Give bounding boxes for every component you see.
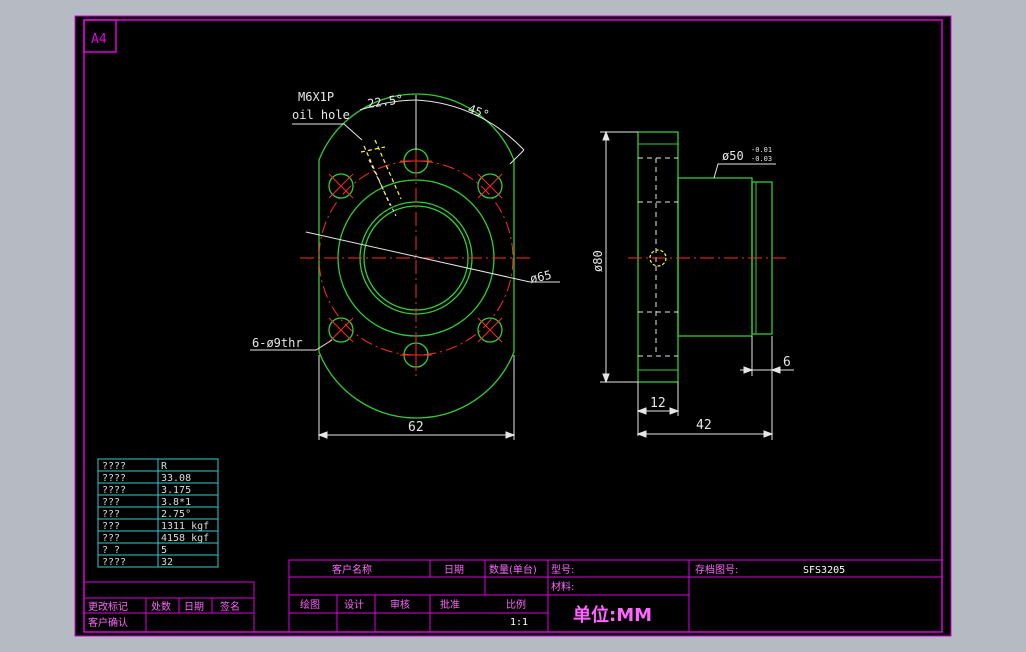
rev-customer-confirm: 客户确认 [88, 616, 128, 629]
spec-row-label: ??? [102, 533, 120, 544]
material-label: 材料: [551, 580, 574, 593]
hidden-lines [638, 157, 678, 357]
rev-date: 日期 [184, 601, 204, 613]
sheet-size-tag-box [83, 19, 117, 53]
spec-row-label: ???? [102, 473, 126, 484]
scale-label: 比例 [506, 598, 526, 611]
drawn-label: 绘图 [300, 598, 320, 611]
oil-hole-channel [360, 139, 402, 206]
spec-row-label: ??? [102, 509, 120, 520]
spec-row-value: 3.8*1 [161, 497, 191, 508]
flange-thickness-dimension [636, 382, 680, 436]
overall-length-label: 42 [696, 418, 712, 433]
rev-change-mark: 更改标记 [88, 600, 128, 613]
spigot-length-dimension [740, 336, 794, 376]
spigot-leader [713, 163, 776, 179]
spec-row-value: 32 [161, 557, 173, 568]
angle-small-label: 22.5° [366, 92, 404, 111]
spigot-tol-lower: -0.03 [751, 155, 772, 163]
bolt-hole [328, 317, 354, 343]
bolt-hole [477, 173, 503, 199]
spec-row-label: ??? [102, 521, 120, 532]
spec-row-value: R [161, 461, 168, 472]
spigot-dia-label: ø50 [722, 149, 744, 163]
hole-callout: 6-ø9thr [252, 336, 303, 350]
spec-row-value: 4158 kgf [161, 533, 209, 544]
oil-hole-callout: oil hole [292, 108, 350, 122]
flange-dia-dimension [600, 130, 638, 384]
scale-value: 1:1 [510, 617, 528, 628]
spec-row-value: 5 [161, 545, 167, 556]
approve-label: 批准 [440, 598, 460, 611]
angle-large-label: 45° [466, 102, 491, 123]
spec-table: ???? R???? 33.08???? 3.175??? 3.8*1??? 2.75°?… [97, 458, 219, 568]
oil-port [649, 249, 667, 267]
title-block [288, 559, 943, 633]
angle-dimension [359, 95, 525, 165]
overall-length-dimension [636, 336, 774, 440]
title-date-label: 日期 [444, 564, 464, 576]
rev-location: 处数 [151, 600, 171, 613]
design-label: 设计 [344, 598, 364, 611]
spec-row-value: 33.08 [161, 473, 191, 484]
width-label: 62 [408, 420, 424, 435]
oil-hole-thread [368, 159, 397, 217]
bolt-holes [328, 145, 503, 371]
sheet-size-tag: A4 [91, 32, 107, 47]
spigot-length-label: 6 [783, 355, 791, 370]
spec-row-value: 2.75° [161, 509, 191, 520]
drawing-no-label: 存档图号: [695, 563, 738, 576]
check-label: 审核 [390, 598, 410, 611]
flange-dia-label: ø80 [591, 250, 605, 272]
flange-outline [318, 93, 515, 419]
front-view: 22.5° 45° M6X1P oil hole ø65 6-ø9thr 62 [250, 90, 560, 440]
spec-row-label: ? ? [102, 545, 120, 556]
customer-name-label: 客户名称 [332, 563, 372, 576]
spec-row-label: ??? [102, 497, 120, 508]
revision-block [83, 581, 255, 633]
pcd-label: ø65 [529, 268, 553, 286]
unit-label: 单位:MM [573, 604, 652, 626]
quantity-label: 数量(单台) [489, 563, 537, 576]
width-dimension [317, 355, 516, 440]
drawing-no-value: SFS3205 [803, 565, 845, 576]
callout-leader [292, 123, 363, 141]
thread-callout: M6X1P [298, 90, 334, 104]
hole-leader [250, 339, 333, 351]
spigot-tol-upper: -0.01 [751, 146, 772, 154]
spec-row-label: ???? [102, 557, 126, 568]
pcd-leader [305, 231, 531, 283]
flange-thickness-label: 12 [650, 396, 666, 411]
model-space-background [75, 16, 951, 636]
spec-row-value: 3.175 [161, 485, 191, 496]
spec-row-label: ???? [102, 485, 126, 496]
spec-row-value: 1311 kgf [161, 521, 209, 532]
bolt-hole [477, 317, 503, 343]
bolt-hole [328, 173, 354, 199]
spec-row-label: ???? [102, 461, 126, 472]
side-view: ø80 ø50 -0.01 -0.03 12 42 [591, 130, 794, 440]
rev-signature: 签名 [220, 600, 240, 613]
model-label: 型号: [551, 563, 574, 576]
outer-border [74, 15, 952, 637]
